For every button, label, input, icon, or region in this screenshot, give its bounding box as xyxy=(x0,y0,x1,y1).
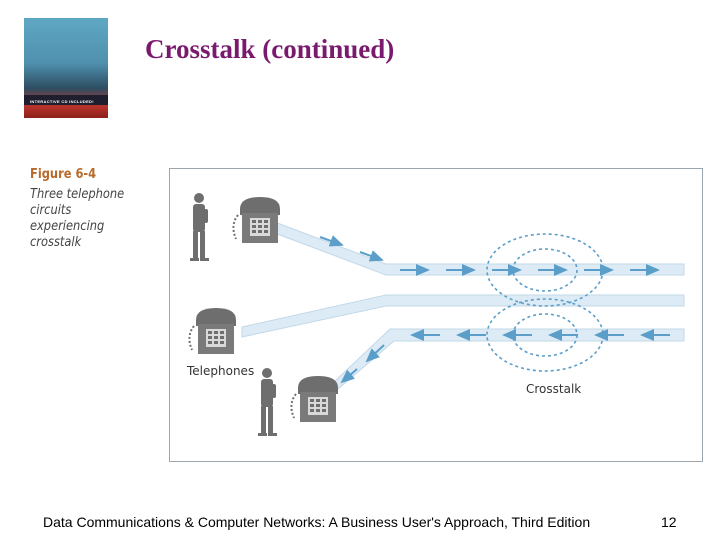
telephone-bottom-icon xyxy=(290,376,338,422)
crosstalk-waves xyxy=(486,233,604,372)
cover-band xyxy=(24,95,108,105)
figure-number: Figure 6-4 xyxy=(30,167,97,182)
figure-description: Three telephone circuits experiencing cr… xyxy=(30,187,125,250)
cover-text: INTERACTIVE CD INCLUDED! xyxy=(30,99,94,104)
bottom-circuit-arrows xyxy=(340,329,670,384)
telephone-top-icon xyxy=(232,197,280,243)
slide-number: 12 xyxy=(661,514,677,530)
circuit-top xyxy=(271,220,685,276)
crosstalk-diagram: Telephones Crosstalk xyxy=(186,193,685,436)
book-cover-image: INTERACTIVE CD INCLUDED! xyxy=(24,18,108,118)
crosstalk-label: Crosstalk xyxy=(526,382,581,396)
figure-frame: Telephones Crosstalk xyxy=(169,168,703,462)
telephone-middle-icon xyxy=(188,308,236,354)
telephones-label: Telephones xyxy=(186,364,254,378)
circuit-bottom xyxy=(334,328,685,390)
slide-title: Crosstalk (continued) xyxy=(145,34,395,64)
circuit-middle xyxy=(241,294,685,338)
top-circuit-arrows xyxy=(319,235,660,276)
person-top-icon xyxy=(190,193,209,261)
footer-text: Data Communications & Computer Networks:… xyxy=(43,514,591,530)
person-bottom-icon xyxy=(258,368,277,436)
figure-caption: Figure 6-4 Three telephone circuits expe… xyxy=(30,167,149,251)
